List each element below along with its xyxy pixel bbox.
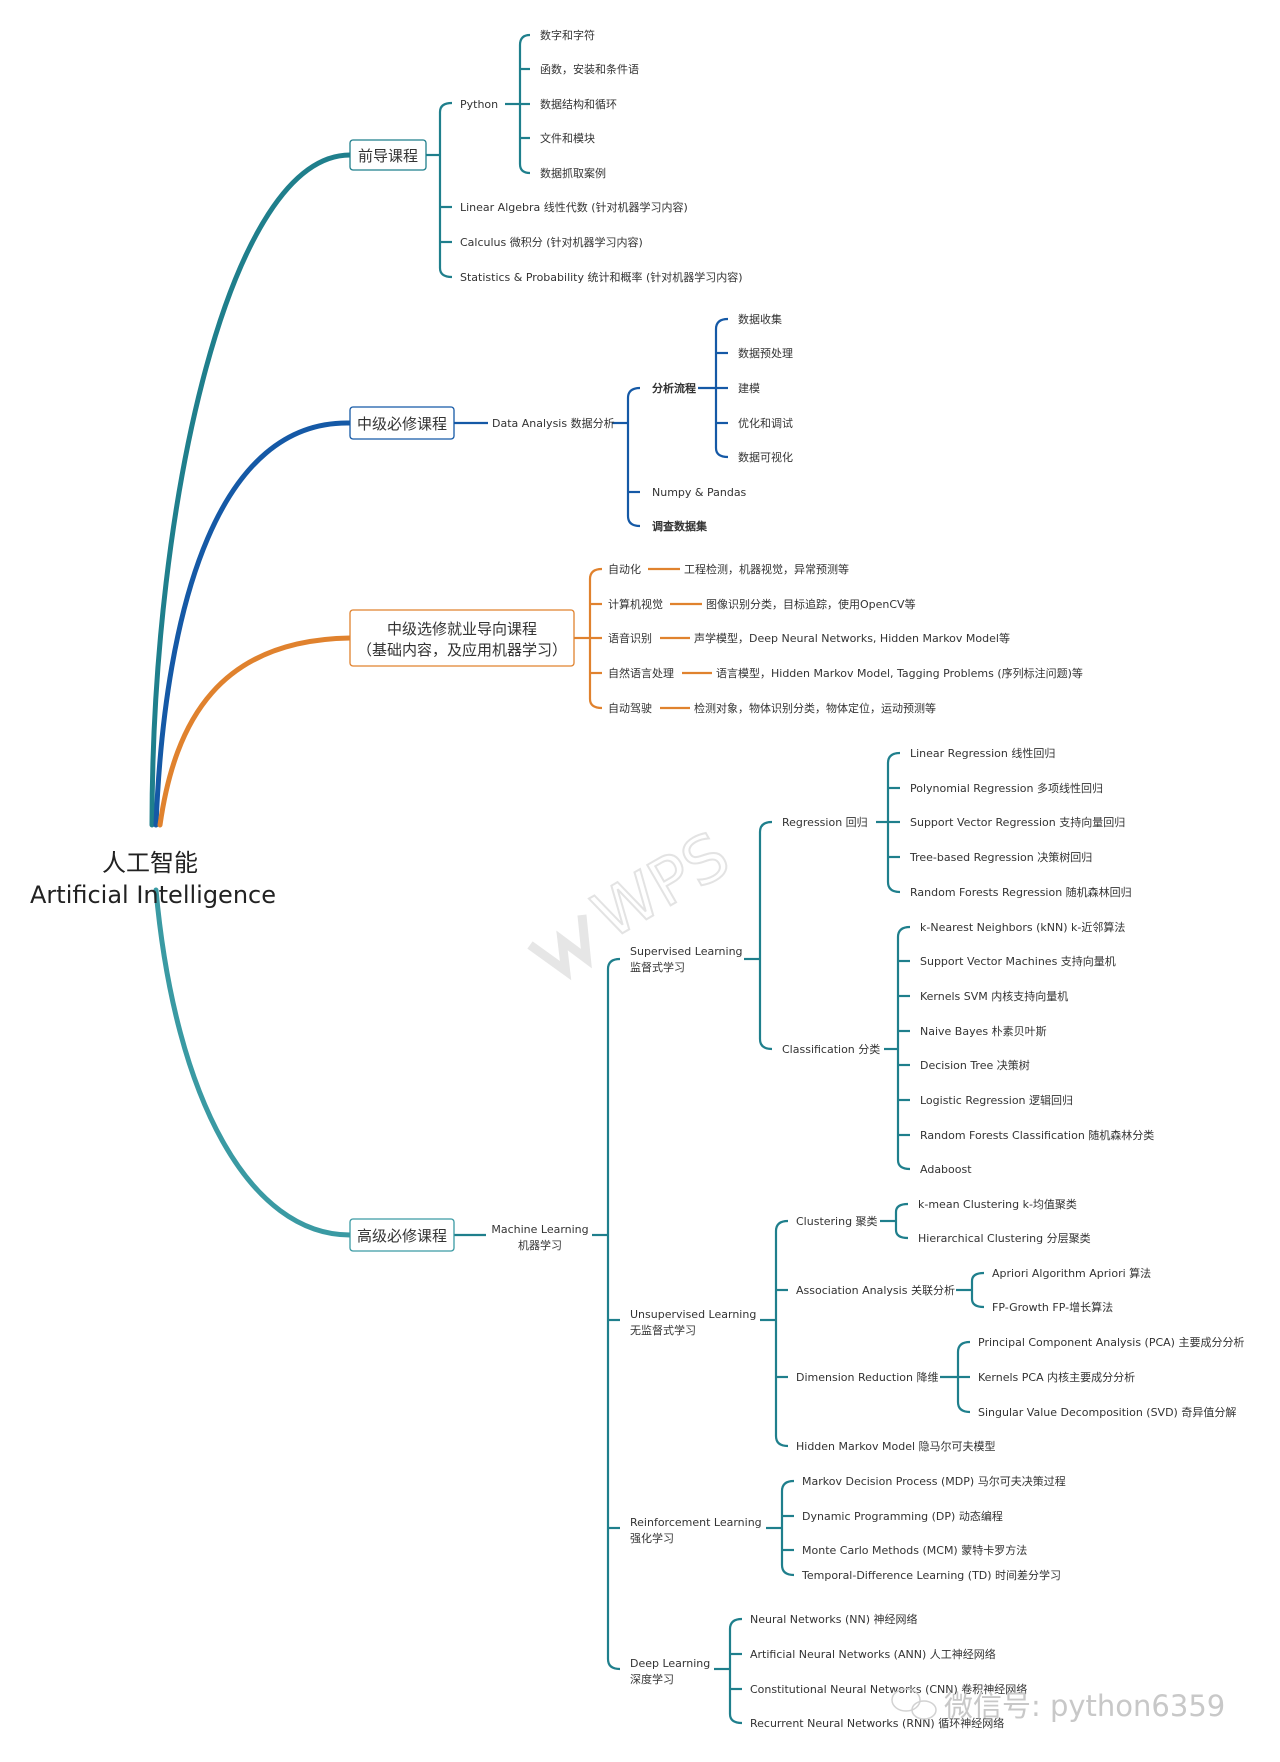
flow-item-1: 数据收集 bbox=[738, 312, 782, 326]
classification-item-5: Decision Tree 决策树 bbox=[920, 1058, 1030, 1072]
curve-prereq bbox=[149, 152, 353, 828]
node-hmm: Hidden Markov Model 隐马尔可夫模型 bbox=[796, 1439, 996, 1453]
regression-item-2: Polynomial Regression 多项线性回归 bbox=[910, 781, 1103, 795]
root-title-en: Artificial Intelligence bbox=[30, 881, 276, 909]
node-box-elective bbox=[349, 609, 575, 667]
node-dimension: Dimension Reduction 降维 bbox=[796, 1370, 938, 1384]
dimension-item-1: Principal Component Analysis (PCA) 主要成分分… bbox=[978, 1335, 1244, 1349]
node-box-advanced bbox=[349, 1218, 455, 1252]
curve-advanced bbox=[153, 887, 353, 1238]
deep-item-3: Constitutional Neural Networks (CNN) 卷积神… bbox=[750, 1682, 1027, 1696]
python-item-4: 文件和模块 bbox=[540, 131, 595, 145]
dimension-item-2: Kernels PCA 内核主要成分分析 bbox=[978, 1370, 1135, 1384]
reinforcement-item-4: Temporal-Difference Learning (TD) 时间差分学习 bbox=[801, 1568, 1061, 1582]
node-association: Association Analysis 关联分析 bbox=[796, 1283, 955, 1297]
classification-item-4: Naive Bayes 朴素贝叶斯 bbox=[920, 1024, 1047, 1038]
node-deep-cn: 深度学习 bbox=[630, 1672, 674, 1686]
node-classification: Classification 分类 bbox=[782, 1042, 880, 1056]
elective-desc-4: 语言模型，Hidden Markov Model, Tagging Proble… bbox=[716, 666, 1083, 680]
python-item-2: 函数，安装和条件语 bbox=[540, 62, 639, 76]
node-reinforcement-cn: 强化学习 bbox=[630, 1531, 674, 1545]
association-item-1: Apriori Algorithm Apriori 算法 bbox=[992, 1266, 1151, 1280]
node-elective-line2: （基础内容，及应用机器学习） bbox=[357, 641, 567, 659]
prereq-statistics: Statistics & Probability 统计和概率 (针对机器学习内容… bbox=[460, 270, 743, 284]
association-item-2: FP-Growth FP-增长算法 bbox=[992, 1300, 1113, 1314]
python-item-1: 数字和字符 bbox=[540, 28, 595, 42]
wechat-icon bbox=[891, 1688, 937, 1720]
branch-elective: 中级选修就业导向课程 （基础内容，及应用机器学习） 自动化 计算机视觉 语音识别… bbox=[349, 562, 1083, 715]
elective-desc-2: 图像识别分类，目标追踪，使用OpenCV等 bbox=[706, 597, 916, 611]
node-data-analysis: Data Analysis 数据分析 bbox=[492, 416, 615, 430]
dimension-item-3: Singular Value Decomposition (SVD) 奇异值分解 bbox=[978, 1405, 1236, 1419]
classification-item-3: Kernels SVM 内核支持向量机 bbox=[920, 989, 1068, 1003]
elective-name-4: 自然语言处理 bbox=[608, 666, 674, 680]
node-intermediate: 中级必修课程 bbox=[357, 415, 447, 433]
prereq-calculus: Calculus 微积分 (针对机器学习内容) bbox=[460, 235, 643, 249]
node-box-intermediate bbox=[349, 406, 455, 440]
regression-item-5: Random Forests Regression 随机森林回归 bbox=[910, 885, 1132, 899]
node-supervised-en: Supervised Learning bbox=[630, 945, 743, 958]
reinforcement-item-3: Monte Carlo Methods (MCM) 蒙特卡罗方法 bbox=[802, 1543, 1027, 1557]
python-item-5: 数据抓取案例 bbox=[540, 166, 606, 180]
regression-item-4: Tree-based Regression 决策树回归 bbox=[909, 850, 1092, 864]
regression-item-1: Linear Regression 线性回归 bbox=[910, 746, 1055, 760]
elective-name-5: 自动驾驶 bbox=[608, 701, 652, 715]
wechat-watermark: 微信号: python6359 bbox=[891, 1688, 1225, 1723]
node-survey-dataset: 调查数据集 bbox=[652, 519, 708, 533]
deep-item-1: Neural Networks (NN) 神经网络 bbox=[750, 1612, 917, 1626]
flow-item-2: 数据预处理 bbox=[738, 346, 793, 360]
elective-desc-3: 声学模型，Deep Neural Networks, Hidden Markov… bbox=[694, 631, 1010, 645]
flow-item-3: 建模 bbox=[738, 381, 760, 395]
node-clustering: Clustering 聚类 bbox=[796, 1214, 878, 1228]
regression-item-3: Support Vector Regression 支持向量回归 bbox=[910, 815, 1125, 829]
node-box-prereq bbox=[349, 139, 427, 171]
root-connectors bbox=[149, 152, 353, 1238]
node-numpy-pandas: Numpy & Pandas bbox=[652, 486, 747, 499]
node-prereq: 前导课程 bbox=[358, 147, 418, 165]
curve-intermediate bbox=[153, 420, 353, 828]
elective-name-2: 计算机视觉 bbox=[608, 597, 663, 611]
classification-item-2: Support Vector Machines 支持向量机 bbox=[920, 954, 1116, 968]
reinforcement-item-1: Markov Decision Process (MDP) 马尔可夫决策过程 bbox=[802, 1474, 1066, 1488]
branch-advanced: 高级必修课程 Machine Learning 机器学习 Supervised … bbox=[349, 746, 1244, 1730]
classification-item-8: Adaboost bbox=[920, 1163, 972, 1176]
node-advanced: 高级必修课程 bbox=[357, 1227, 447, 1245]
node-supervised-cn: 监督式学习 bbox=[630, 960, 685, 974]
elective-desc-5: 检测对象，物体识别分类，物体定位，运动预测等 bbox=[694, 701, 936, 715]
prereq-linear-algebra: Linear Algebra 线性代数 (针对机器学习内容) bbox=[460, 200, 688, 214]
flow-item-4: 优化和调试 bbox=[738, 416, 793, 430]
elective-name-1: 自动化 bbox=[608, 562, 641, 576]
node-deep-en: Deep Learning bbox=[630, 1657, 710, 1670]
curve-elective bbox=[157, 635, 353, 828]
clustering-item-2: Hierarchical Clustering 分层聚类 bbox=[918, 1231, 1091, 1245]
node-regression: Regression 回归 bbox=[782, 815, 868, 829]
node-unsupervised-en: Unsupervised Learning bbox=[630, 1308, 756, 1321]
classification-item-1: k-Nearest Neighbors (kNN) k-近邻算法 bbox=[920, 920, 1125, 934]
elective-name-3: 语音识别 bbox=[608, 631, 652, 645]
flow-item-5: 数据可视化 bbox=[738, 450, 793, 464]
branch-intermediate: 中级必修课程 Data Analysis 数据分析 分析流程 数据收集 数据预处… bbox=[349, 312, 793, 533]
root-node: 人工智能 Artificial Intelligence bbox=[30, 849, 276, 909]
wechat-id-text: 微信号: python6359 bbox=[944, 1689, 1225, 1723]
node-ml-cn: 机器学习 bbox=[518, 1238, 562, 1252]
node-ml-en: Machine Learning bbox=[491, 1223, 588, 1236]
classification-item-6: Logistic Regression 逻辑回归 bbox=[920, 1093, 1073, 1107]
python-item-3: 数据结构和循环 bbox=[540, 97, 617, 111]
deep-item-2: Artificial Neural Networks (ANN) 人工神经网络 bbox=[750, 1647, 996, 1661]
node-analysis-flow: 分析流程 bbox=[652, 381, 696, 395]
branch-prereq: 前导课程 Python 数字和字符 函数，安装和条件语 数据结构和循环 文件和模… bbox=[349, 28, 743, 284]
node-python: Python bbox=[460, 98, 498, 111]
clustering-item-1: k-mean Clustering k-均值聚类 bbox=[918, 1197, 1077, 1211]
root-title-cn: 人工智能 bbox=[102, 849, 198, 877]
classification-item-7: Random Forests Classification 随机森林分类 bbox=[920, 1128, 1154, 1142]
elective-desc-1: 工程检测，机器视觉，异常预测等 bbox=[684, 562, 849, 576]
node-reinforcement-en: Reinforcement Learning bbox=[630, 1516, 762, 1529]
svg-text:WPS: WPS bbox=[581, 819, 741, 954]
node-unsupervised-cn: 无监督式学习 bbox=[630, 1323, 696, 1337]
reinforcement-item-2: Dynamic Programming (DP) 动态编程 bbox=[802, 1509, 1003, 1523]
node-elective-line1: 中级选修就业导向课程 bbox=[387, 620, 537, 638]
deep-item-4: Recurrent Neural Networks (RNN) 循环神经网络 bbox=[750, 1716, 1004, 1730]
